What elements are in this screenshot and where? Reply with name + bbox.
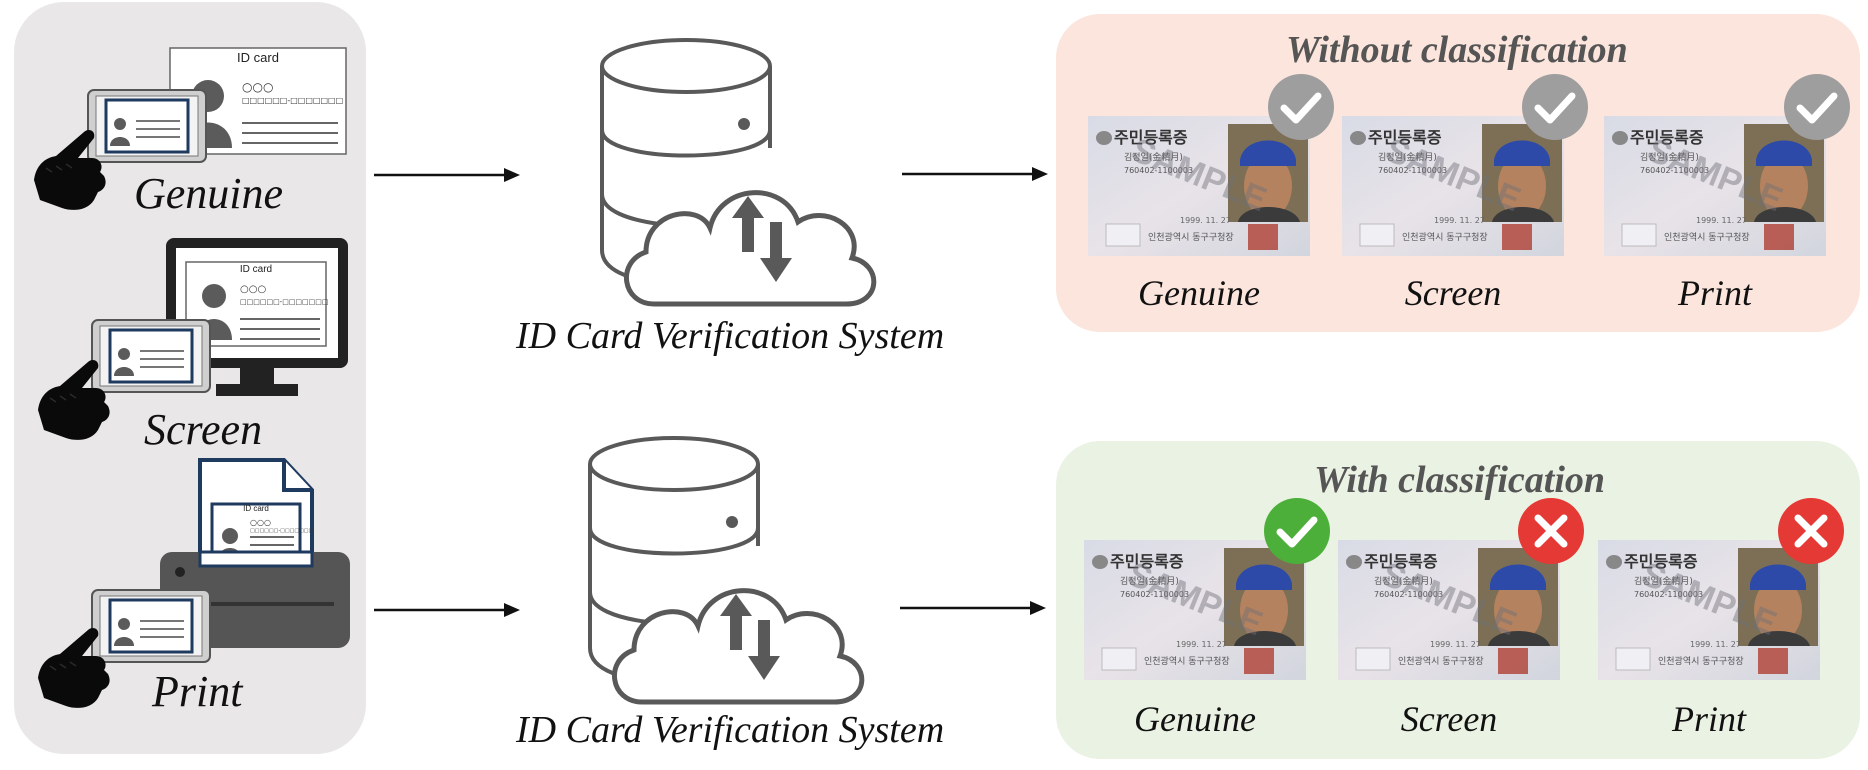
card-issuer-text: 인천광역시 동구구청장 bbox=[1658, 657, 1744, 667]
arrow-system-to-result-top bbox=[902, 164, 1048, 184]
result-label-print: Print bbox=[1677, 273, 1752, 313]
card-date-text: 1999. 11. 27 bbox=[1690, 640, 1741, 649]
monitor-icon: ID card ○○○ □□□□□□-□□□□□□□ bbox=[166, 238, 348, 400]
card-name-text: 김정일(金精月) bbox=[1634, 577, 1693, 587]
monitor-id-card-circles: ○○○ bbox=[240, 284, 267, 295]
card-issuer-text: 인천광역시 동구구청장 bbox=[1664, 233, 1750, 243]
printer-id-card-circles: ○○○ bbox=[250, 518, 271, 527]
id-card-number: □□□□□□-□□□□□□□ bbox=[242, 96, 344, 105]
card-header-text: 주민등록증 bbox=[1368, 128, 1442, 147]
id-card-circles: ○○○ bbox=[242, 80, 274, 94]
database-cloud-icon-bottom bbox=[590, 436, 880, 706]
arrow-source-to-system-top bbox=[374, 165, 520, 185]
card-issuer-text: 인천광역시 동구구청장 bbox=[1148, 233, 1234, 243]
card-date-text: 1999. 11. 27 bbox=[1430, 640, 1481, 649]
card-date-text: 1999. 11. 27 bbox=[1176, 640, 1227, 649]
card-number-text: 760402-1100003 bbox=[1124, 166, 1194, 175]
check-icon bbox=[1268, 74, 1334, 140]
card-issuer-text: 인천광역시 동구구청장 bbox=[1398, 657, 1484, 667]
card-name-text: 김정일(金精月) bbox=[1120, 577, 1179, 587]
screen-hand-icon bbox=[37, 358, 118, 444]
check-icon bbox=[1522, 74, 1588, 140]
card-name-text: 김정일(金精月) bbox=[1378, 153, 1437, 163]
card-header-text: 주민등록증 bbox=[1630, 128, 1704, 147]
cross-icon bbox=[1778, 498, 1844, 564]
printer-id-card-number: □□□□□□-□□□□□□□ bbox=[250, 528, 314, 534]
system-label-bottom: ID Card Verification System bbox=[516, 709, 945, 751]
panel-title-without: Without classification bbox=[1286, 29, 1628, 71]
card-issuer-text: 인천광역시 동구구청장 bbox=[1402, 233, 1488, 243]
monitor-id-card-number: □□□□□□-□□□□□□□ bbox=[240, 298, 329, 306]
card-header-text: 주민등록증 bbox=[1624, 552, 1698, 571]
system-label-top: ID Card Verification System bbox=[516, 315, 945, 357]
card-name-text: 김정일(金精月) bbox=[1124, 153, 1183, 163]
monitor-id-card-title: ID card bbox=[239, 264, 273, 275]
id-card-title: ID card bbox=[237, 50, 279, 65]
result-label-screen: Screen bbox=[1400, 699, 1498, 739]
arrow-system-to-result-bottom bbox=[900, 598, 1046, 618]
card-number-text: 760402-1100003 bbox=[1634, 590, 1704, 599]
panel-title-with: With classification bbox=[1314, 459, 1606, 501]
result-label-genuine: Genuine bbox=[1134, 699, 1256, 739]
card-date-text: 1999. 11. 27 bbox=[1696, 216, 1747, 225]
card-header-text: 주민등록증 bbox=[1110, 552, 1184, 571]
source-label-screen: Screen bbox=[144, 405, 263, 454]
card-date-text: 1999. 11. 27 bbox=[1434, 216, 1485, 225]
card-name-text: 김정일(金精月) bbox=[1640, 153, 1699, 163]
card-number-text: 760402-1100003 bbox=[1120, 590, 1190, 599]
card-date-text: 1999. 11. 27 bbox=[1180, 216, 1231, 225]
result-label-print: Print bbox=[1671, 699, 1746, 739]
cross-icon bbox=[1518, 498, 1584, 564]
database-cloud-icon-top bbox=[602, 38, 892, 308]
card-name-text: 김정일(金精月) bbox=[1374, 577, 1433, 587]
card-number-text: 760402-1100003 bbox=[1374, 590, 1444, 599]
card-issuer-text: 인천광역시 동구구청장 bbox=[1144, 657, 1230, 667]
card-header-text: 주민등록증 bbox=[1114, 128, 1188, 147]
arrow-source-to-system-bottom bbox=[374, 600, 520, 620]
result-label-genuine: Genuine bbox=[1138, 273, 1260, 313]
printer-id-card-title: ID card bbox=[243, 504, 269, 513]
card-number-text: 760402-1100003 bbox=[1378, 166, 1448, 175]
source-label-print: Print bbox=[152, 667, 243, 716]
check-icon bbox=[1784, 74, 1850, 140]
source-label-genuine: Genuine bbox=[134, 169, 284, 218]
card-header-text: 주민등록증 bbox=[1364, 552, 1438, 571]
check-icon bbox=[1264, 498, 1330, 564]
print-hand-icon bbox=[37, 626, 118, 712]
card-number-text: 760402-1100003 bbox=[1640, 166, 1710, 175]
genuine-hand-icon bbox=[33, 128, 114, 214]
result-label-screen: Screen bbox=[1404, 273, 1502, 313]
